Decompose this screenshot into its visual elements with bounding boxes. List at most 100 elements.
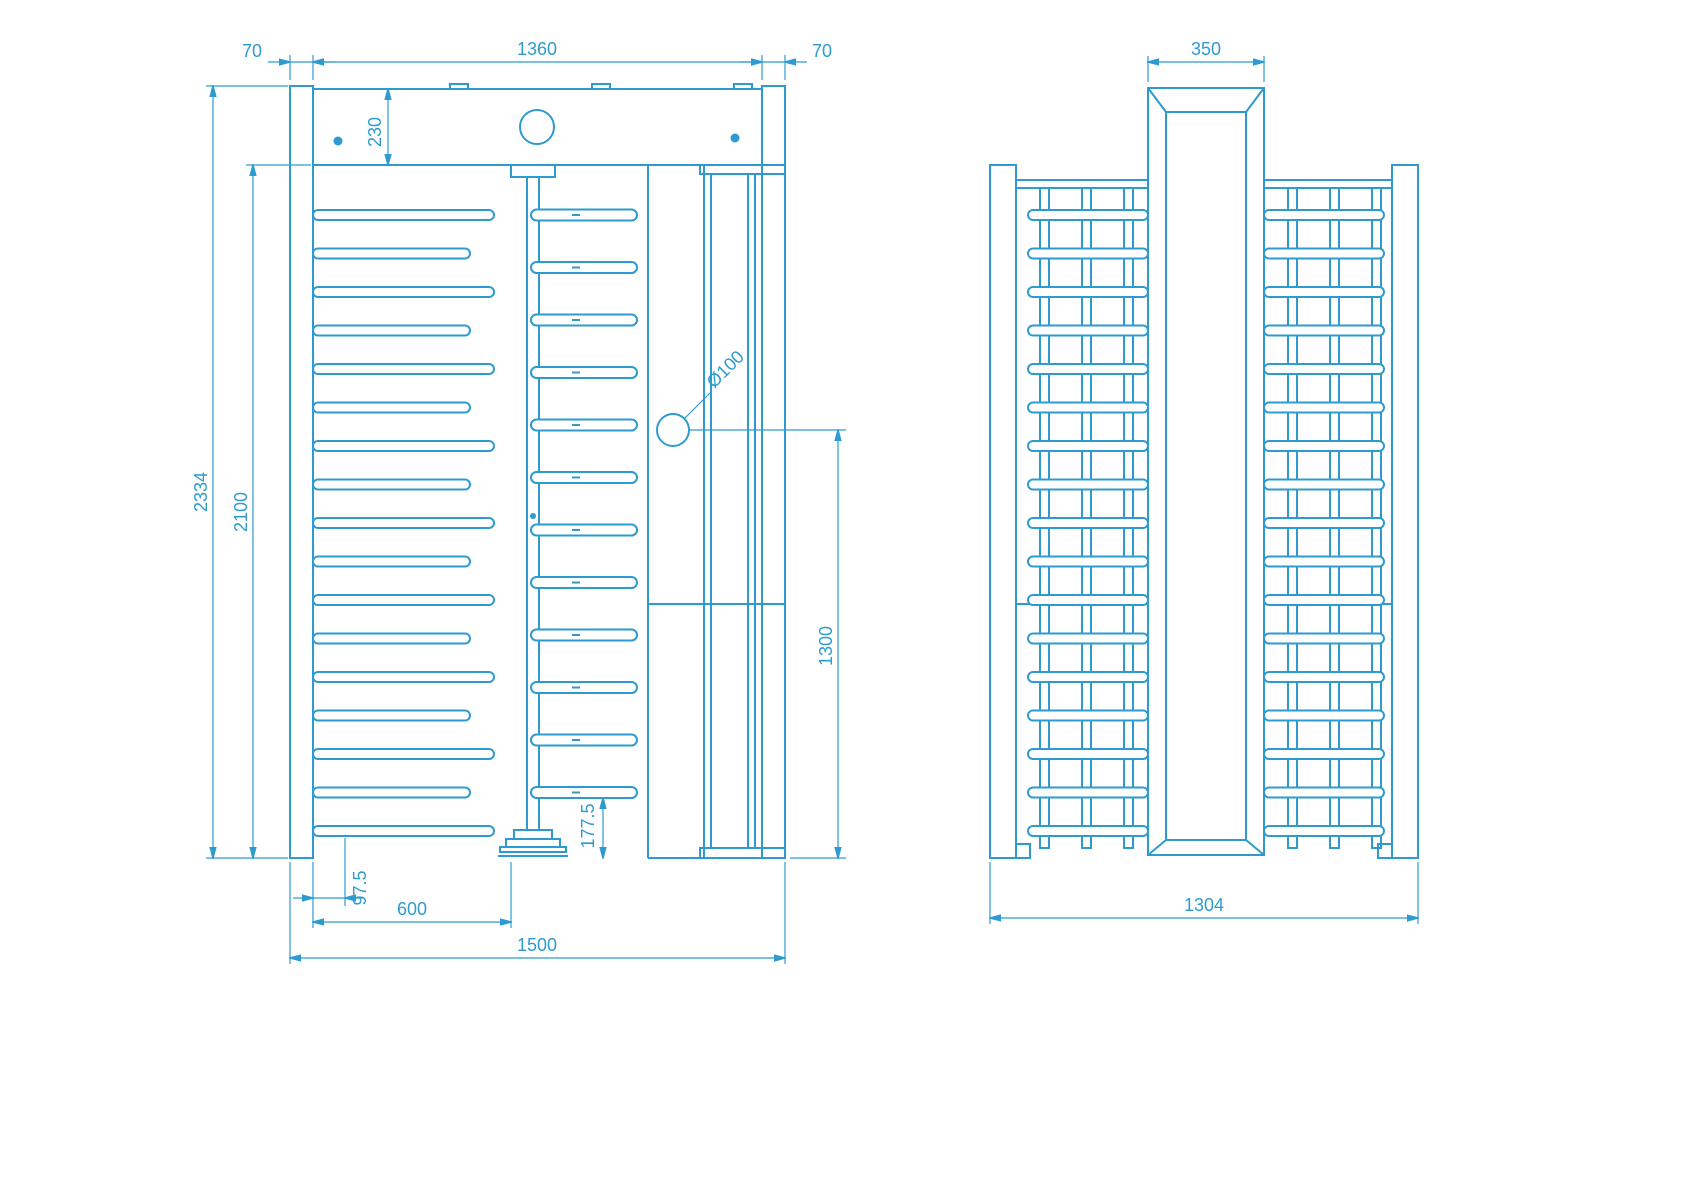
column-chamfer (1245, 87, 1265, 113)
grid-bar (1263, 786, 1385, 799)
comb-bar (312, 247, 471, 260)
grid-bar (1263, 209, 1385, 221)
rotor-arm (530, 576, 638, 589)
front-right-post (761, 85, 786, 859)
comb-bar (312, 632, 471, 645)
comb-bar (312, 671, 495, 683)
comb-bar (312, 517, 495, 529)
dim-arm-clearance: 177.5 (578, 803, 598, 848)
comb-bar (312, 478, 471, 491)
rotor-arm (530, 418, 638, 432)
dim-housing-height: 1300 (816, 626, 836, 666)
dimension-labels: 70 1360 70 230 2334 2100 Ø100 1300 177.5… (191, 39, 1224, 955)
rotor-pivot-dot (530, 513, 536, 519)
dim-clear-height: 2100 (231, 492, 251, 532)
grid-bar (1263, 594, 1385, 606)
rotor-arm (530, 261, 638, 274)
comb-bar (312, 363, 495, 375)
comb-bar (312, 555, 471, 568)
front-view (289, 83, 786, 859)
comb-bar (312, 825, 495, 837)
dimensions (206, 55, 1418, 964)
dim-post-right: 70 (812, 41, 832, 61)
rotor-arm (530, 208, 638, 222)
dim-passage-width: 600 (397, 899, 427, 919)
column-chamfer (1147, 839, 1167, 856)
beam-bolt-left (333, 136, 343, 146)
dim-total-depth: 1304 (1184, 895, 1224, 915)
dim-total-width: 1500 (517, 935, 557, 955)
comb-bar (312, 286, 495, 298)
comb-bar (312, 209, 495, 221)
side-left-grid (1027, 187, 1149, 849)
side-right-post (1391, 164, 1419, 859)
grid-bar (1263, 632, 1385, 645)
dim-column-width: 350 (1191, 39, 1221, 59)
grid-bar (1027, 709, 1149, 722)
beam-center-hole (519, 109, 555, 145)
dim-header-width: 1360 (517, 39, 557, 59)
rotor-arm (530, 733, 638, 747)
comb-bar (312, 401, 471, 414)
grid-bar (1027, 478, 1149, 491)
grid-bar (1263, 440, 1385, 452)
comb-bar (312, 786, 471, 799)
grid-bar (1263, 286, 1385, 298)
beam-tab (591, 83, 611, 90)
front-left-post (289, 85, 314, 859)
rotor-foot-plate (505, 838, 561, 848)
side-foot-pad (1377, 843, 1393, 859)
rotor-arm (530, 681, 638, 694)
grid-bar (1027, 363, 1149, 375)
grid-bar (1027, 247, 1149, 260)
grid-bar (1027, 748, 1149, 760)
side-left-post (989, 164, 1017, 859)
grid-bar (1263, 825, 1385, 837)
rotor-arm (530, 628, 638, 642)
comb-bar (312, 594, 495, 606)
grid-bar (1027, 786, 1149, 799)
grid-bar (1263, 401, 1385, 414)
grid-bar (1027, 671, 1149, 683)
grid-bar (1027, 286, 1149, 298)
grid-bar (1263, 363, 1385, 375)
grid-bar (1027, 632, 1149, 645)
side-top-rail (1015, 179, 1149, 189)
grid-bar (1263, 324, 1385, 337)
rotor-arms (530, 208, 638, 799)
rotor-base-plate (499, 846, 567, 853)
column-chamfer (1245, 839, 1265, 856)
dim-comb-offset: 97.5 (350, 870, 370, 905)
rotor-column-outer (1147, 87, 1265, 856)
rotor-column-inner (1165, 111, 1247, 841)
rotor-foot-plate (513, 829, 553, 840)
grid-bar (1263, 709, 1385, 722)
fixed-comb (312, 209, 495, 837)
comb-bar (312, 324, 471, 337)
grid-bar (1027, 825, 1149, 837)
column-chamfer (1147, 87, 1167, 113)
side-top-rail (1263, 179, 1393, 189)
grid-bar (1263, 671, 1385, 683)
dim-hole-diameter: Ø100 (703, 347, 748, 392)
grid-bar (1263, 247, 1385, 260)
side-foot-pad (1015, 843, 1031, 859)
grid-bar (1027, 401, 1149, 414)
beam-tab (449, 83, 469, 90)
rotor-arm (530, 366, 638, 379)
grid-bar (1263, 555, 1385, 568)
dim-header-height: 230 (365, 117, 385, 147)
grid-bar (1027, 517, 1149, 529)
rotor-arm (530, 523, 638, 537)
beam-tab (733, 83, 753, 90)
side-right-grid (1263, 187, 1385, 849)
grid-bar (1027, 594, 1149, 606)
grid-bar (1027, 440, 1149, 452)
grid-bar (1263, 478, 1385, 491)
grid-bar (1027, 324, 1149, 337)
side-view (989, 87, 1419, 859)
beam-bolt-right (730, 133, 740, 143)
grid-bar (1263, 517, 1385, 529)
